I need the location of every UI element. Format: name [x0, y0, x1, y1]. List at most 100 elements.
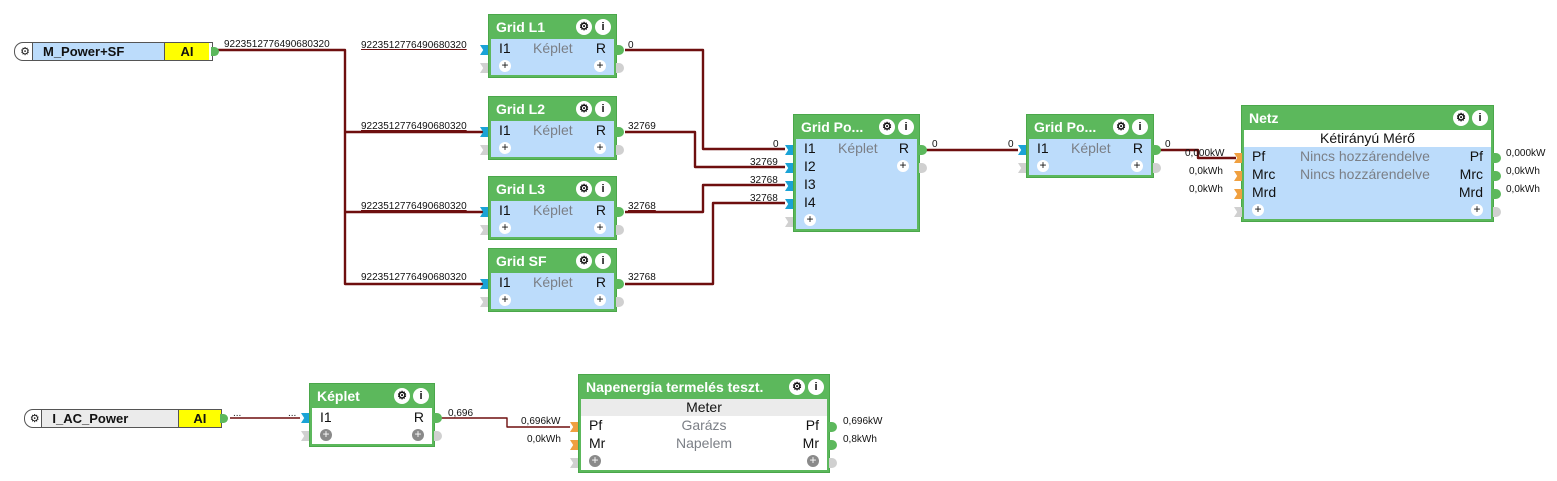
- output-port[interactable]: [616, 127, 624, 137]
- add-output-port[interactable]: [919, 163, 927, 173]
- output-port[interactable]: [211, 47, 219, 56]
- input-port[interactable]: [480, 127, 488, 137]
- output-port[interactable]: [1493, 171, 1501, 181]
- add-input-port[interactable]: [480, 297, 488, 307]
- input-i-ac-power[interactable]: ⚙ I_AC_Power AI: [24, 409, 228, 428]
- input-port[interactable]: [480, 279, 488, 289]
- add-input-icon[interactable]: +: [499, 59, 511, 72]
- input-port[interactable]: [785, 199, 793, 209]
- info-icon[interactable]: i: [1472, 110, 1488, 126]
- input-port[interactable]: [1234, 171, 1242, 181]
- info-icon[interactable]: i: [595, 253, 611, 269]
- input-port[interactable]: [785, 163, 793, 173]
- info-icon[interactable]: i: [595, 19, 611, 35]
- gear-icon[interactable]: ⚙: [394, 388, 410, 404]
- info-icon[interactable]: i: [413, 388, 429, 404]
- add-input-port[interactable]: [480, 145, 488, 155]
- add-input-icon[interactable]: +: [499, 293, 511, 306]
- add-output-port[interactable]: [1493, 207, 1501, 217]
- add-output-icon[interactable]: +: [1131, 159, 1143, 172]
- input-port[interactable]: [570, 422, 578, 432]
- input-port[interactable]: [1234, 189, 1242, 199]
- gear-icon[interactable]: ⚙: [879, 119, 895, 135]
- output-port[interactable]: [1153, 145, 1161, 155]
- add-input-port[interactable]: [785, 217, 793, 227]
- add-output-port[interactable]: [1153, 163, 1161, 173]
- info-icon[interactable]: i: [595, 181, 611, 197]
- add-output-icon[interactable]: +: [807, 454, 819, 467]
- output-port[interactable]: [616, 207, 624, 217]
- add-output-port[interactable]: [434, 431, 442, 441]
- add-output-icon[interactable]: +: [897, 159, 909, 172]
- add-input-icon[interactable]: +: [1252, 203, 1264, 216]
- gear-icon[interactable]: ⚙: [576, 101, 592, 117]
- add-input-port[interactable]: [480, 63, 488, 73]
- wire-value: 0,8kWh: [843, 434, 877, 445]
- input-label: I1: [320, 409, 332, 425]
- gear-icon[interactable]: ⚙: [29, 413, 40, 425]
- output-port[interactable]: [919, 145, 927, 155]
- add-output-port[interactable]: [616, 297, 624, 307]
- output-port[interactable]: [829, 422, 837, 432]
- add-input-icon[interactable]: +: [589, 454, 601, 467]
- add-output-icon[interactable]: +: [412, 428, 424, 441]
- output-port[interactable]: [434, 413, 442, 423]
- add-input-icon[interactable]: +: [1037, 159, 1049, 172]
- gear-icon[interactable]: ⚙: [1113, 119, 1129, 135]
- add-input-icon[interactable]: +: [320, 428, 332, 441]
- add-input-port[interactable]: [480, 225, 488, 235]
- output-port[interactable]: [1493, 189, 1501, 199]
- add-input-icon[interactable]: +: [499, 221, 511, 234]
- add-output-icon[interactable]: +: [594, 293, 606, 306]
- output-port[interactable]: [1493, 153, 1501, 163]
- gear-icon[interactable]: ⚙: [789, 379, 805, 395]
- output-port[interactable]: [616, 45, 624, 55]
- input-port[interactable]: [1018, 145, 1026, 155]
- info-icon[interactable]: i: [1132, 119, 1148, 135]
- input-port[interactable]: [785, 145, 793, 155]
- add-input-port[interactable]: [301, 431, 309, 441]
- wire-value: 0,696: [448, 408, 474, 419]
- add-input-port[interactable]: [570, 458, 578, 468]
- wire-value: 0: [932, 139, 938, 150]
- gear-icon[interactable]: ⚙: [576, 19, 592, 35]
- input-port[interactable]: [480, 45, 488, 55]
- add-output-port[interactable]: [829, 458, 837, 468]
- add-output-port[interactable]: [616, 145, 624, 155]
- output-port[interactable]: [220, 414, 228, 423]
- input-port[interactable]: [570, 440, 578, 450]
- gear-icon[interactable]: ⚙: [576, 253, 592, 269]
- output-port[interactable]: [829, 440, 837, 450]
- gear-icon[interactable]: ⚙: [20, 46, 30, 58]
- info-icon[interactable]: i: [808, 379, 824, 395]
- add-input-icon[interactable]: +: [499, 141, 511, 154]
- info-icon[interactable]: i: [898, 119, 914, 135]
- info-icon[interactable]: i: [595, 101, 611, 117]
- add-input-icon[interactable]: +: [804, 213, 816, 226]
- add-output-port[interactable]: [616, 63, 624, 73]
- input-port[interactable]: [785, 181, 793, 191]
- add-output-icon[interactable]: +: [594, 221, 606, 234]
- add-output-icon[interactable]: +: [594, 141, 606, 154]
- add-input-port[interactable]: [1018, 163, 1026, 173]
- input-port[interactable]: [480, 207, 488, 217]
- add-input-port[interactable]: [1234, 207, 1242, 217]
- add-output-icon[interactable]: +: [1471, 203, 1483, 216]
- input-m-power-sf[interactable]: ⚙ M_Power+SF AI: [14, 42, 219, 61]
- input-port[interactable]: [301, 413, 309, 423]
- output-port[interactable]: [616, 279, 624, 289]
- add-output-icon[interactable]: +: [594, 59, 606, 72]
- input-port[interactable]: [1234, 153, 1242, 163]
- add-output-port[interactable]: [616, 225, 624, 235]
- gear-icon[interactable]: ⚙: [576, 181, 592, 197]
- gear-icon[interactable]: ⚙: [1453, 110, 1469, 126]
